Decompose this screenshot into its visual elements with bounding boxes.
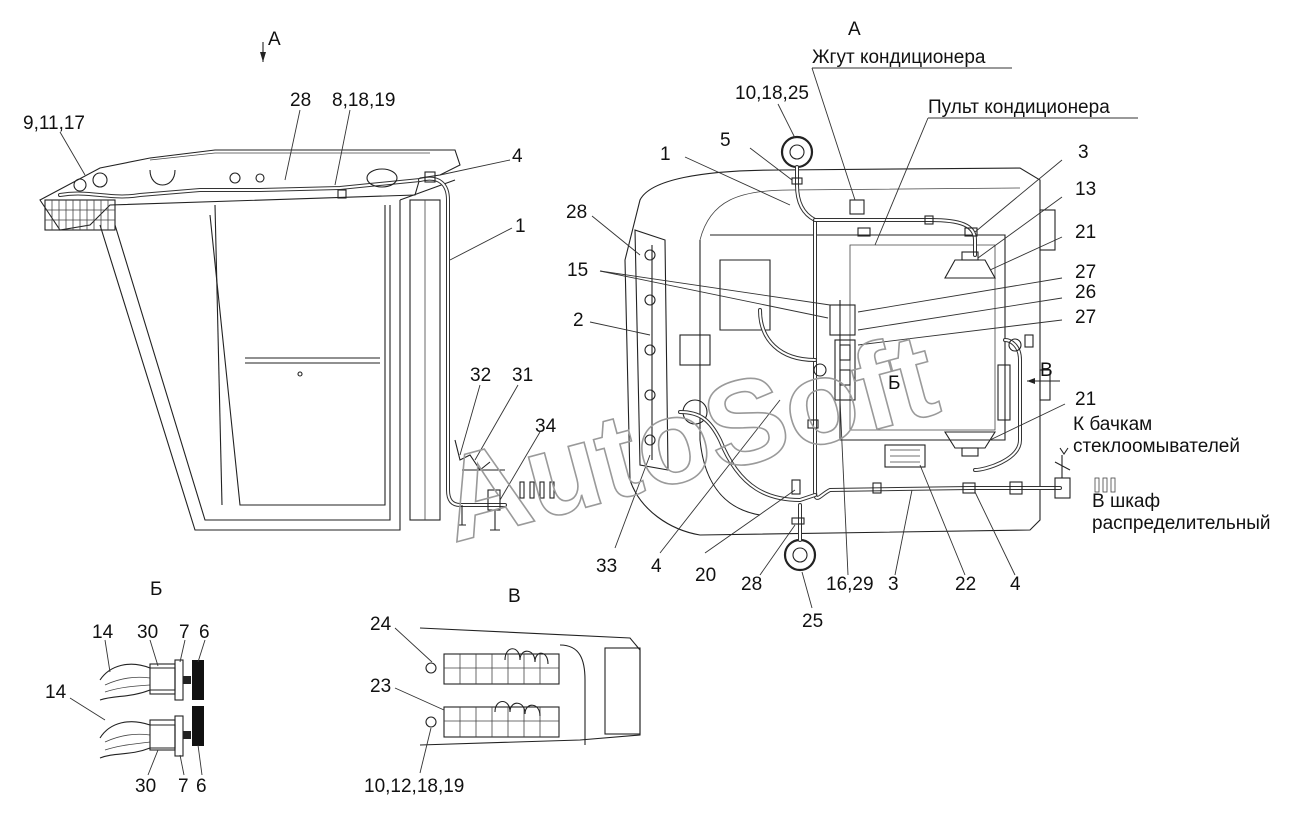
callout-8-18-19: 8,18,19	[332, 90, 395, 111]
view-v-title: В	[508, 586, 521, 607]
speaker-bottom	[944, 431, 996, 457]
callout-24: 24	[370, 614, 392, 635]
callout-32: 32	[470, 365, 491, 386]
callout-3-bottom: 3	[888, 574, 899, 595]
view-letter-a-left: А	[268, 29, 281, 50]
view-b-title: Б	[150, 579, 162, 600]
right-leaders	[589, 67, 1066, 609]
callout-1-right: 1	[660, 144, 671, 165]
speaker-top	[944, 251, 996, 279]
view-letter-a-right: А	[848, 19, 861, 40]
callout-27-b: 27	[1075, 307, 1096, 328]
callout-30-b: 30	[135, 776, 156, 797]
callout-26: 26	[1075, 282, 1096, 303]
callout-14-b: 14	[45, 682, 67, 703]
callout-30-a: 30	[137, 622, 158, 643]
callout-20: 20	[695, 565, 716, 586]
top-round-component	[780, 135, 814, 169]
callout-4-left: 4	[512, 146, 523, 167]
callout-3-top: 3	[1078, 142, 1089, 163]
callout-5: 5	[720, 130, 731, 151]
roof-outline	[39, 149, 461, 231]
callout-21-top: 21	[1075, 222, 1096, 243]
callout-25: 25	[802, 611, 823, 632]
roof-components	[73, 168, 436, 199]
upper-harness	[813, 218, 977, 257]
bottom-connectors	[454, 439, 555, 531]
callout-7-b: 7	[178, 776, 189, 797]
relay-block	[813, 304, 856, 401]
ac-panel-label: Пульт кондиционера	[928, 97, 1110, 118]
callout-9-11-17: 9,11,17	[23, 113, 85, 134]
right-module	[997, 334, 1034, 421]
callout-33: 33	[596, 556, 617, 577]
callout-10-18-25: 10,18,25	[735, 83, 809, 104]
washer-label-1: К бачкам	[1073, 414, 1152, 435]
ac-harness-label: Жгут кондиционера	[812, 47, 986, 68]
right-view: А Жгут кондиционера Пульт кондиционера	[566, 19, 1271, 632]
roof-line	[149, 152, 430, 161]
callout-28-left: 28	[290, 90, 311, 111]
view-arrow-head	[260, 52, 266, 62]
connector-block-upper	[443, 648, 560, 685]
view-v-leaders	[394, 627, 445, 774]
switch-lower	[99, 706, 204, 759]
callout-27-a: 27	[1075, 262, 1096, 283]
callout-1-left: 1	[515, 216, 526, 237]
watermark: AutoSoft	[426, 307, 950, 568]
callout-21-bottom: 21	[1075, 389, 1096, 410]
panel-outline	[419, 627, 641, 746]
cabinet-label-2: распределительный	[1092, 513, 1271, 534]
harness-clamps	[791, 177, 978, 525]
cabinet-label-1: В шкаф	[1092, 491, 1160, 512]
left-leaders	[59, 109, 541, 501]
callout-22: 22	[955, 574, 976, 595]
callout-28-bottom: 28	[741, 574, 762, 595]
callout-2: 2	[573, 310, 584, 331]
grille-block	[44, 199, 116, 231]
side-panel	[634, 229, 711, 471]
view-b: Б 14 30 7 6	[45, 579, 210, 797]
bottom-round-component	[783, 538, 817, 572]
callout-13: 13	[1075, 179, 1096, 200]
view-marker-v: В	[1040, 360, 1053, 381]
callout-34: 34	[535, 416, 557, 437]
cab-outline	[624, 167, 1056, 536]
callout-14-a: 14	[92, 622, 114, 643]
callout-4-bottom: 4	[651, 556, 662, 577]
view-v: В 24 23 10,12,18,19	[364, 586, 641, 797]
connector-box	[884, 444, 926, 468]
callout-6-b: 6	[196, 776, 207, 797]
roof-harness	[58, 178, 422, 199]
right-end-connectors	[1009, 447, 1116, 499]
callout-23: 23	[370, 676, 391, 697]
callout-6-a: 6	[199, 622, 210, 643]
callout-28-right: 28	[566, 202, 587, 223]
callout-15: 15	[567, 260, 588, 281]
callout-31: 31	[512, 365, 533, 386]
view-marker-b: Б	[888, 373, 900, 394]
panel-curve	[559, 644, 586, 745]
door-frame	[99, 179, 456, 531]
left-view: А	[23, 29, 557, 531]
callout-10-12-18-19: 10,12,18,19	[364, 776, 464, 797]
view-b-leaders	[69, 639, 206, 776]
washer-label-2: стеклоомывателей	[1073, 436, 1240, 457]
connector-block-lower	[443, 700, 560, 738]
callout-4-right: 4	[1010, 574, 1021, 595]
switch-upper	[99, 659, 204, 701]
callout-7-a: 7	[179, 622, 190, 643]
callout-16-29: 16,29	[826, 574, 874, 595]
